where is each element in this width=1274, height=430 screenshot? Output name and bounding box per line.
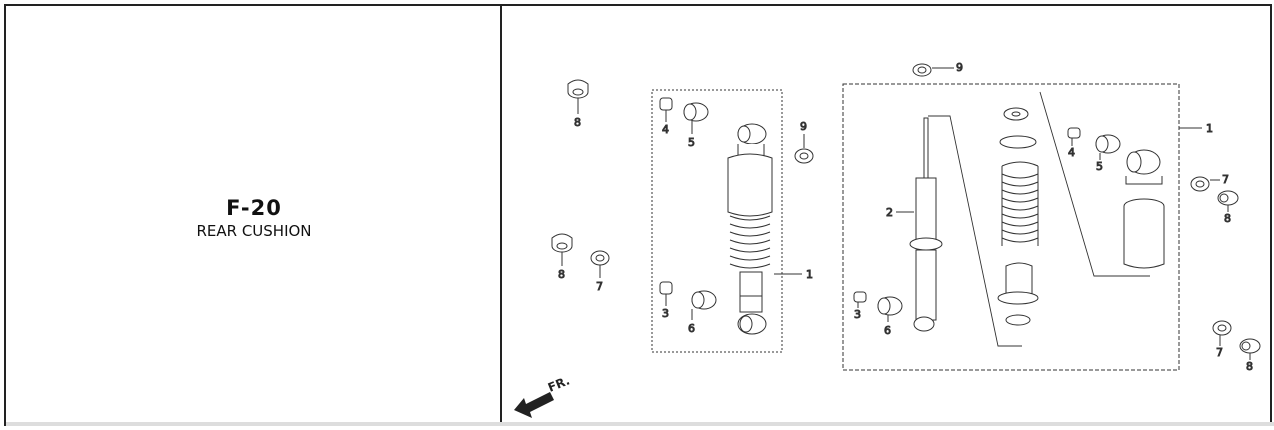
- washer-part: [794, 134, 814, 164]
- coil-spring: [997, 107, 1039, 326]
- assembly-boundary: [842, 83, 1180, 371]
- washer-part: [590, 250, 610, 278]
- callout-label: 8: [574, 116, 581, 129]
- callout-label: 9: [956, 61, 963, 74]
- bush-part: [683, 102, 709, 134]
- exploded-parts-diagram: 8 8 7: [502, 6, 1270, 426]
- callout-label: 9: [800, 120, 807, 133]
- shock-absorber-assembly: [727, 123, 802, 335]
- callout-label: 3: [662, 307, 669, 320]
- callout-label: 4: [662, 123, 669, 136]
- washer-part: [1190, 176, 1220, 192]
- section-name: REAR CUSHION: [196, 222, 312, 240]
- callout-label: 6: [688, 322, 695, 335]
- bush-part: [691, 290, 717, 320]
- bush-part: [1095, 134, 1121, 160]
- callout-label: 1: [806, 268, 813, 281]
- bush-part: [877, 296, 903, 322]
- parts-table-frame: F-20 REAR CUSHION 8: [4, 4, 1274, 426]
- section-code: F-20: [226, 196, 282, 220]
- callout-label: 8: [558, 268, 565, 281]
- callout-label: 7: [1216, 346, 1223, 359]
- bottom-edge: [6, 422, 1274, 426]
- nut-part: [551, 233, 573, 266]
- callout-label: 5: [688, 136, 695, 149]
- collar-part: [659, 281, 673, 306]
- diagram-svg: 8 8 7: [514, 61, 1261, 418]
- callout-label: 8: [1246, 360, 1253, 373]
- direction-label: FR.: [546, 373, 572, 394]
- collar-part: [853, 291, 867, 308]
- nut-part: [1239, 338, 1261, 360]
- callout-label: 5: [1096, 160, 1103, 173]
- shock-cover: [1123, 149, 1165, 269]
- damper-rod: [896, 117, 943, 332]
- washer-part: [1212, 320, 1232, 346]
- collar-part: [1067, 127, 1081, 146]
- callout-label: 2: [886, 206, 893, 219]
- front-direction-arrow-icon: FR.: [514, 373, 572, 418]
- title-cell: F-20 REAR CUSHION: [6, 6, 502, 426]
- washer-part: [912, 63, 954, 77]
- callout-label: 1: [1206, 122, 1213, 135]
- callout-label: 7: [596, 280, 603, 293]
- callout-label: 7: [1222, 173, 1229, 186]
- callout-label: 6: [884, 324, 891, 337]
- callout-label: 8: [1224, 212, 1231, 225]
- nut-part: [567, 79, 589, 114]
- assembly-boundary: [651, 89, 783, 353]
- collar-part: [659, 97, 673, 122]
- callout-label: 4: [1068, 146, 1075, 159]
- callout-label: 3: [854, 308, 861, 321]
- nut-part: [1217, 190, 1239, 212]
